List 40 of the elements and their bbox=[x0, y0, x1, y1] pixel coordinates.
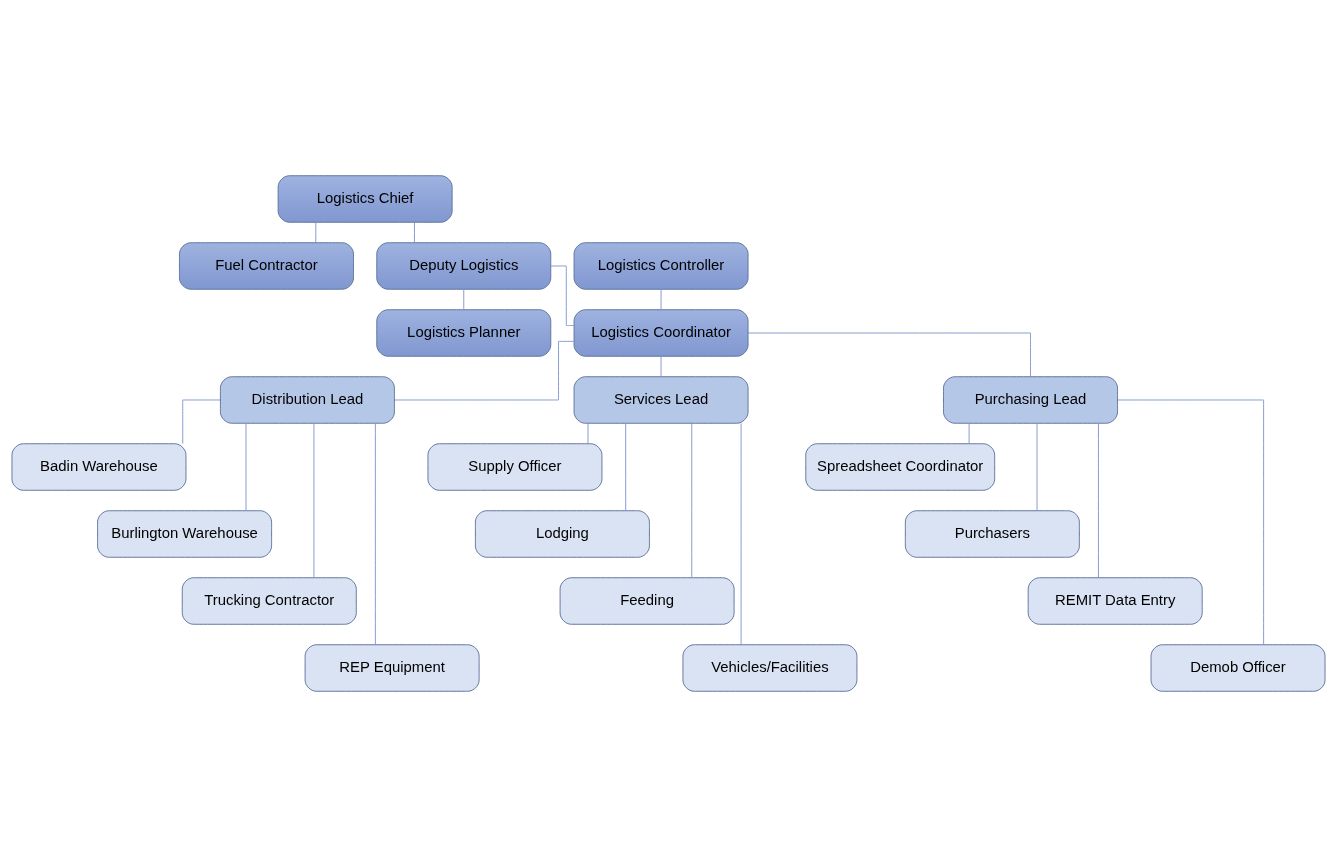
connector bbox=[394, 340, 575, 401]
node-box: Demob Officer bbox=[1150, 644, 1326, 692]
connector bbox=[1097, 423, 1099, 579]
node-box: REMIT Data Entry bbox=[1027, 577, 1203, 625]
node-box: REP Equipment bbox=[304, 644, 480, 692]
connector bbox=[315, 221, 317, 243]
connector bbox=[1117, 399, 1265, 646]
node-box: Trucking Contractor bbox=[181, 577, 357, 625]
connector bbox=[660, 355, 662, 377]
connector bbox=[313, 423, 315, 579]
connector bbox=[463, 288, 465, 310]
connector bbox=[625, 422, 627, 511]
node-box: Fuel Contractor bbox=[179, 242, 354, 290]
node-box: Logistics Planner bbox=[376, 309, 552, 357]
node-box: Badin Warehouse bbox=[11, 443, 187, 491]
node-box: Vehicles/Facilities bbox=[682, 644, 858, 692]
node-box: Burlington Warehouse bbox=[97, 510, 273, 558]
node-box: Logistics Coordinator bbox=[573, 309, 749, 357]
node-box: Distribution Lead bbox=[219, 376, 395, 424]
connector bbox=[413, 221, 415, 243]
connector bbox=[245, 422, 247, 511]
node-box: Logistics Controller bbox=[573, 242, 749, 290]
node-box: Spreadsheet Coordinator bbox=[805, 443, 996, 491]
connector bbox=[968, 422, 970, 444]
node-box: Lodging bbox=[474, 510, 650, 558]
node-box: Logistics Chief bbox=[277, 175, 453, 223]
connector bbox=[691, 423, 693, 579]
connector bbox=[660, 288, 662, 310]
node-box: Deputy Logistics bbox=[376, 242, 552, 290]
connector bbox=[747, 332, 1031, 378]
connector bbox=[740, 422, 742, 646]
connector bbox=[587, 422, 589, 444]
node-box: Purchasers bbox=[904, 510, 1080, 558]
connector bbox=[182, 399, 221, 445]
node-box: Supply Officer bbox=[427, 443, 603, 491]
node-box: Purchasing Lead bbox=[943, 376, 1118, 424]
node-box: Services Lead bbox=[573, 376, 749, 424]
node-box: Feeding bbox=[559, 577, 735, 625]
connector bbox=[374, 422, 376, 646]
connector bbox=[1036, 422, 1038, 511]
